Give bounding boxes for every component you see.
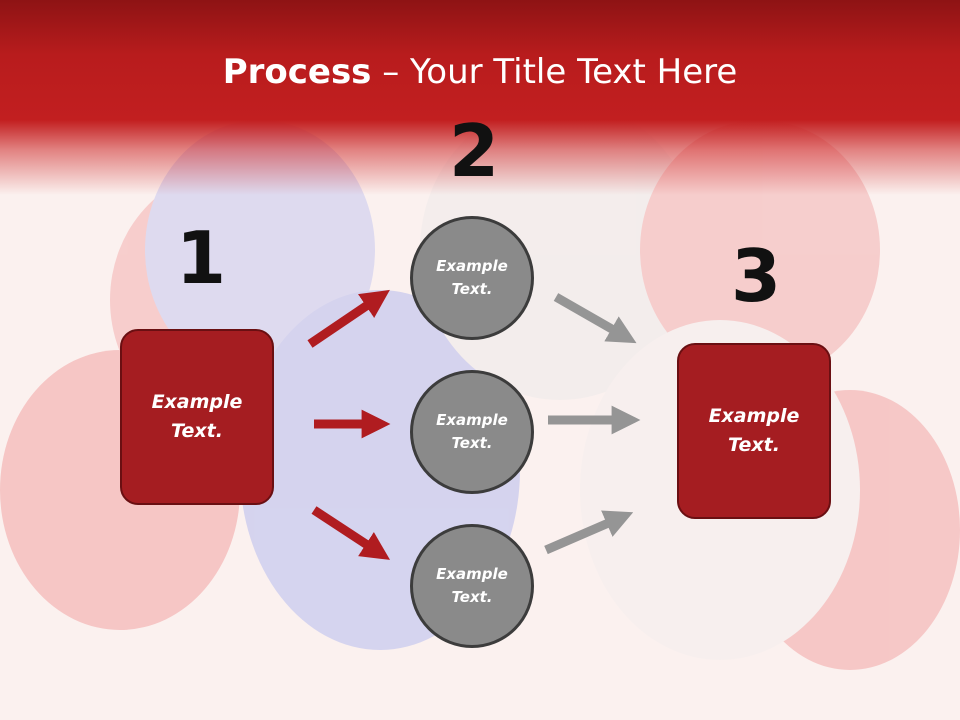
title-banner: [0, 0, 960, 195]
step-3-box: Example Text.: [677, 343, 831, 519]
arrow-red-up: [307, 289, 390, 348]
page-title: Process – Your Title Text Here: [0, 52, 960, 92]
arrow-gray-down: [544, 510, 634, 555]
circle-bottom: Example Text.: [410, 524, 534, 648]
arrow-red-down: [311, 506, 391, 560]
circle-bottom-text: Example Text.: [436, 565, 508, 606]
step-number-2: 2: [449, 109, 500, 193]
step-1-text: Example Text.: [151, 391, 243, 442]
title-bold: Process: [222, 52, 372, 92]
circle-middle: Example Text.: [410, 370, 534, 494]
circle-top: Example Text.: [410, 216, 534, 340]
step-3-text: Example Text.: [708, 405, 800, 456]
arrow-gray-up: [553, 293, 637, 344]
step-1-box: Example Text.: [120, 329, 274, 505]
circle-top-text: Example Text.: [436, 257, 508, 298]
circle-middle-text: Example Text.: [436, 411, 508, 452]
step-number-1: 1: [176, 216, 227, 300]
step-number-3: 3: [731, 234, 782, 318]
title-rest: – Your Title Text Here: [371, 52, 738, 92]
